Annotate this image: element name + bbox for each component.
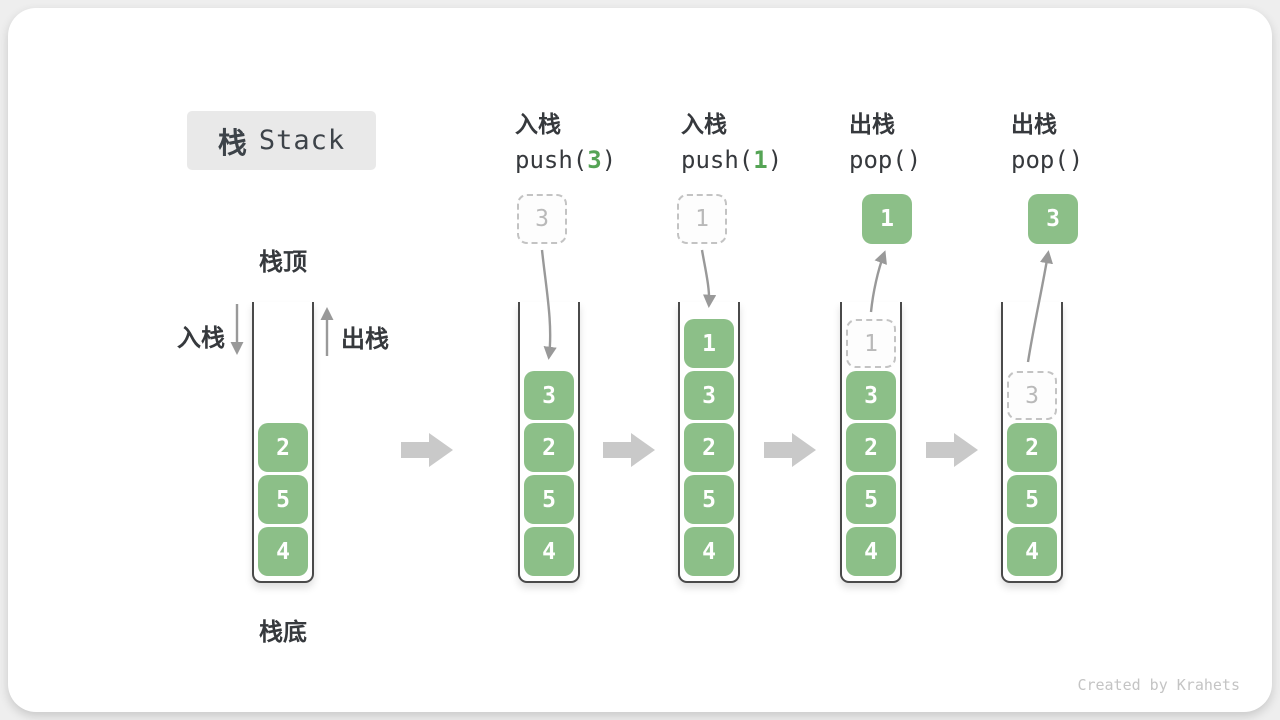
stack-cell: 3 xyxy=(846,371,896,420)
title-en: Stack xyxy=(258,125,346,156)
stack-cell: 2 xyxy=(524,423,574,472)
pop-side-label: 出栈 xyxy=(341,326,389,353)
stack-cell: 5 xyxy=(684,475,734,524)
incoming-value-box: 1 xyxy=(677,194,727,244)
stack-cell: 4 xyxy=(846,527,896,576)
stack-cell: 3 xyxy=(684,371,734,420)
code-post: ) xyxy=(1068,146,1084,174)
code-pre: pop( xyxy=(849,146,907,174)
stack-cell: 4 xyxy=(1007,527,1057,576)
credit-text: Created by Krahets xyxy=(1077,676,1240,694)
op-zh-label: 出栈 xyxy=(849,111,895,137)
stack-cell: 1 xyxy=(684,319,734,368)
code-post: ) xyxy=(601,146,617,174)
op-zh-label: 入栈 xyxy=(681,111,727,137)
stack-cell: 2 xyxy=(1007,423,1057,472)
op-code: pop() xyxy=(1011,142,1191,178)
popped-value-box: 3 xyxy=(1028,194,1078,244)
code-pre: push( xyxy=(515,146,588,174)
code-arg: 3 xyxy=(587,146,602,174)
code-pre: pop( xyxy=(1011,146,1069,174)
op-zh-label: 入栈 xyxy=(515,111,561,137)
title-zh: 栈 xyxy=(217,127,247,160)
code-post: ) xyxy=(906,146,922,174)
op-code: push(1) xyxy=(681,142,861,178)
code-post: ) xyxy=(767,146,783,174)
stack-top-label: 栈顶 xyxy=(259,249,307,276)
code-arg: 1 xyxy=(753,146,768,174)
op-header-pop-1: 出栈 pop() xyxy=(849,106,1029,178)
code-pre: push( xyxy=(681,146,754,174)
stack-cell: 2 xyxy=(846,423,896,472)
stack-cell: 5 xyxy=(846,475,896,524)
stack-cell: 5 xyxy=(1007,475,1057,524)
op-code: pop() xyxy=(849,142,1029,178)
stack-cell: 2 xyxy=(684,423,734,472)
op-header-pop-3: 出栈 pop() xyxy=(1011,106,1191,178)
op-code: push(3) xyxy=(515,142,695,178)
removed-value-ghost: 1 xyxy=(846,319,896,368)
stack-cell: 2 xyxy=(258,423,308,472)
op-header-push-3: 入栈 push(3) xyxy=(515,106,695,178)
stack-cell: 5 xyxy=(524,475,574,524)
popped-value-box: 1 xyxy=(862,194,912,244)
stack-cell: 3 xyxy=(524,371,574,420)
op-zh-label: 出栈 xyxy=(1011,111,1057,137)
stack-cell: 4 xyxy=(258,527,308,576)
stack-cell: 5 xyxy=(258,475,308,524)
stack-cell: 4 xyxy=(684,527,734,576)
stack-cell: 4 xyxy=(524,527,574,576)
stack-bottom-label: 栈底 xyxy=(259,619,307,646)
removed-value-ghost: 3 xyxy=(1007,371,1057,420)
incoming-value-box: 3 xyxy=(517,194,567,244)
push-side-label: 入栈 xyxy=(177,325,225,352)
op-header-push-1: 入栈 push(1) xyxy=(681,106,861,178)
diagram-title: 栈 Stack xyxy=(187,111,376,170)
